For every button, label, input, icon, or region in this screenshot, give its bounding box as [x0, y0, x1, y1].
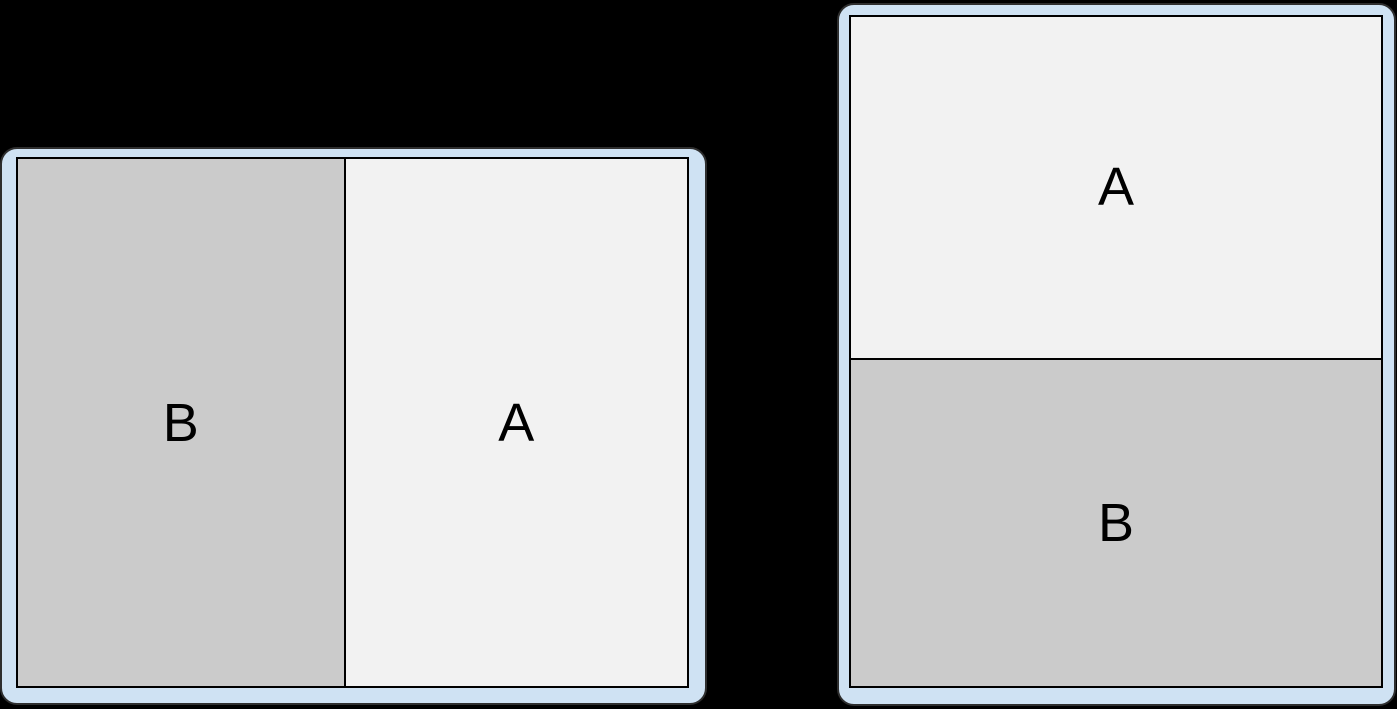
device-portrait-screen: A B [849, 15, 1383, 688]
device-landscape-screen: B A [16, 157, 689, 688]
portrait-pane-a: A [851, 17, 1381, 358]
portrait-pane-b-label: B [1097, 492, 1135, 553]
portrait-pane-b: B [851, 357, 1381, 686]
landscape-pane-b: B [18, 159, 344, 686]
device-landscape-frame: B A [0, 147, 707, 705]
landscape-pane-a-label: A [498, 392, 535, 453]
device-portrait-frame: A B [837, 3, 1396, 706]
portrait-pane-a-label: A [1097, 157, 1135, 218]
landscape-pane-b-label: B [162, 392, 199, 453]
landscape-pane-a: A [343, 159, 687, 686]
